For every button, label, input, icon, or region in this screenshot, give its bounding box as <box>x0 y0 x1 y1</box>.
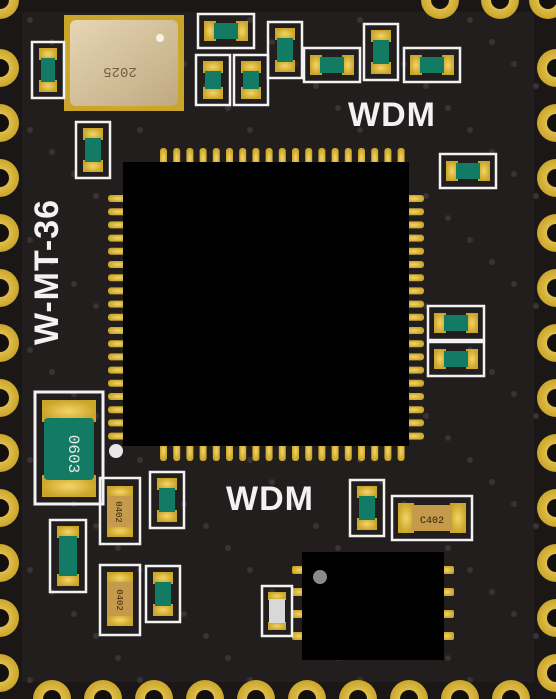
smd-passives <box>30 12 498 624</box>
flash-chip <box>292 552 454 660</box>
pin1-marker <box>109 444 123 458</box>
cap-marking-2: 0402 <box>114 589 124 611</box>
cap-marking-3: C402 <box>420 516 444 527</box>
cap-marking-1: 0402 <box>113 501 123 523</box>
capacitor-0402-b: 0402 <box>98 563 142 637</box>
brand-label-bottom: WDM <box>226 480 314 518</box>
model-label: W-MT-36 <box>28 199 66 345</box>
inductor-0603: 0603 <box>33 390 105 506</box>
brand-label-top: WDM <box>348 96 436 134</box>
main-chip <box>123 162 409 446</box>
inductor-marking: 0603 <box>64 435 82 473</box>
crystal-marking: 2025 <box>103 63 137 79</box>
resistor-small <box>260 584 294 638</box>
capacitor-0402-a: 0402 <box>98 476 142 546</box>
capacitor-c402: C402 <box>390 494 474 542</box>
crystal-oscillator: 2025 <box>64 15 184 111</box>
